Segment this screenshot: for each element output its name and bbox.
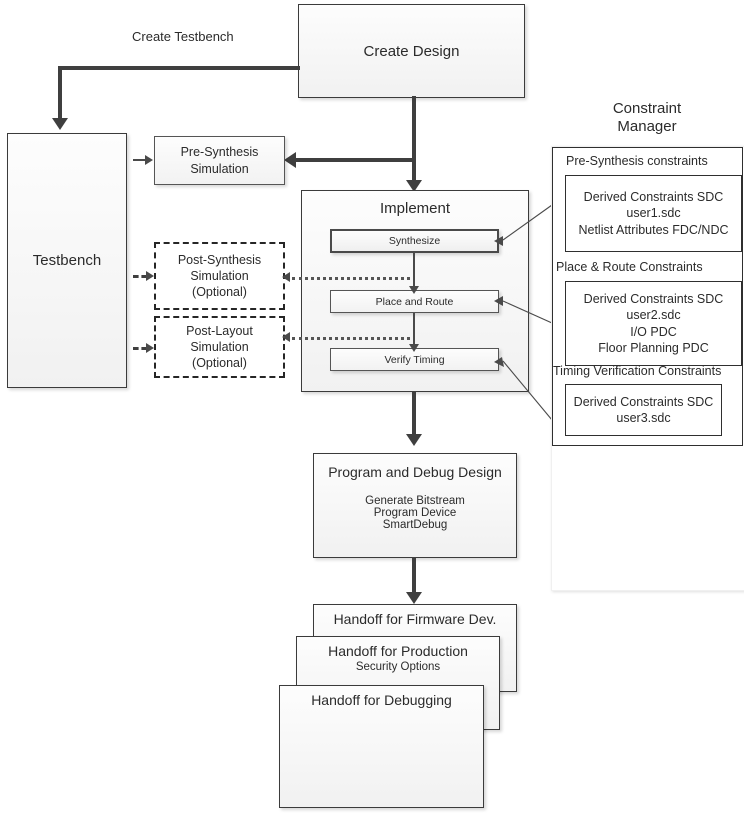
program-and-debug-design-box[interactable]: Program and Debug Design Generate Bitstr…	[313, 453, 517, 558]
constraint-manager-outer-frame	[552, 147, 743, 446]
timing-constraint-line-2: user3.sdc	[616, 411, 671, 425]
connector-createdesign-down	[412, 96, 416, 162]
arrow-to-implement	[406, 180, 422, 192]
create-design-label: Create Design	[363, 42, 460, 60]
connector-testbench-to-postlayout	[133, 347, 147, 350]
testbench-box[interactable]: Testbench	[7, 133, 127, 388]
synthesize-box[interactable]: Synthesize	[330, 229, 499, 253]
pre-synthesis-constraint-line-3: Netlist Attributes FDC/NDC	[578, 222, 729, 237]
arrow-testbench-to-postlayout	[146, 343, 154, 353]
pre-synthesis-simulation-line2: Simulation	[190, 161, 249, 176]
synthesize-label: Synthesize	[388, 235, 441, 247]
constraint-group-box-timing-verification[interactable]: Derived Constraints SDC user3.sdc	[565, 384, 722, 436]
post-synthesis-simulation-box[interactable]: Post-Synthesis Simulation (Optional)	[154, 242, 285, 310]
connector-testbench-to-postsynth	[133, 275, 147, 278]
connector-par-to-verify	[413, 313, 415, 346]
create-design-box[interactable]: Create Design	[298, 4, 525, 98]
arrow-to-program-debug	[406, 434, 422, 446]
place-and-route-box[interactable]: Place and Route	[330, 290, 499, 313]
place-route-constraint-line-3: I/O PDC	[630, 324, 677, 339]
arrow-testbench-to-postsynth	[146, 271, 154, 281]
arrow-testbench-to-presynth	[145, 155, 153, 165]
connector-createdesign-to-implement	[412, 158, 416, 182]
dotted-connector-postsynth	[292, 277, 410, 280]
timing-constraint-line-1: Derived Constraints SDC	[573, 394, 714, 409]
place-route-constraint-line-1: Derived Constraints SDC	[583, 291, 724, 306]
constraint-group-header-place-and-route: Place & Route Constraints	[556, 260, 703, 274]
verify-timing-box[interactable]: Verify Timing	[330, 348, 499, 371]
pre-synthesis-simulation-box[interactable]: Pre-Synthesis Simulation	[154, 136, 285, 185]
testbench-label: Testbench	[32, 252, 102, 269]
handoff-production-title: Handoff for Production	[328, 643, 468, 659]
connector-program-to-handoff	[412, 557, 416, 595]
constraint-manager-title-line2: Manager	[617, 118, 677, 136]
program-and-debug-title: Program and Debug Design	[328, 464, 502, 480]
create-testbench-label: Create Testbench	[132, 29, 234, 44]
arrowhead-dotted-postlayout	[282, 332, 290, 342]
place-and-route-label: Place and Route	[375, 295, 454, 308]
post-synthesis-simulation-line3: (Optional)	[192, 285, 247, 300]
constraint-manager-title: Constraint Manager	[551, 100, 743, 137]
program-debug-item-smartdebug: SmartDebug	[382, 519, 448, 531]
program-debug-item-generate-bitstream: Generate Bitstream	[365, 495, 465, 507]
connector-to-presynth-sim	[296, 158, 416, 162]
handoff-production-subtitle: Security Options	[355, 661, 441, 673]
constraint-group-box-place-and-route[interactable]: Derived Constraints SDC user2.sdc I/O PD…	[565, 281, 742, 366]
arrow-to-presynth-sim	[284, 152, 296, 168]
dotted-connector-postlayout	[292, 337, 410, 340]
arrow-to-handoff	[406, 592, 422, 604]
constraint-group-box-pre-synthesis[interactable]: Derived Constraints SDC user1.sdc Netlis…	[565, 175, 742, 252]
arrow-to-testbench	[52, 118, 68, 130]
handoff-for-debugging-box[interactable]: Handoff for Debugging	[279, 685, 484, 808]
connector-synth-to-par	[413, 253, 415, 286]
connector-implement-to-program	[412, 391, 416, 436]
post-synthesis-simulation-line1: Post-Synthesis	[177, 252, 262, 267]
implement-label: Implement	[379, 200, 451, 217]
pre-synthesis-simulation-line1: Pre-Synthesis	[180, 145, 259, 159]
connector-createdesign-to-testbench-horizontal	[58, 66, 300, 70]
post-layout-simulation-line2: Simulation	[190, 339, 249, 354]
connector-testbench-to-presynth	[133, 159, 147, 161]
place-route-constraint-line-4: Floor Planning PDC	[598, 341, 709, 355]
constraint-group-header-pre-synthesis: Pre-Synthesis constraints	[566, 154, 708, 168]
constraint-manager-title-line1: Constraint	[612, 100, 682, 117]
constraint-group-header-timing-verification: Timing Verification Constraints	[553, 364, 722, 378]
pre-synthesis-constraint-line-1: Derived Constraints SDC	[583, 189, 724, 204]
post-synthesis-simulation-line2: Simulation	[190, 268, 249, 283]
place-route-constraint-line-2: user2.sdc	[626, 308, 681, 322]
post-layout-simulation-line1: Post-Layout	[186, 323, 253, 338]
connector-createdesign-to-testbench-vertical	[58, 66, 62, 120]
verify-timing-label: Verify Timing	[384, 353, 445, 366]
arrowhead-dotted-postsynth	[282, 272, 290, 282]
pre-synthesis-constraint-line-2: user1.sdc	[626, 206, 681, 221]
handoff-firmware-title: Handoff for Firmware Dev.	[333, 611, 497, 627]
handoff-debugging-title: Handoff for Debugging	[311, 692, 452, 708]
post-layout-simulation-box[interactable]: Post-Layout Simulation (Optional)	[154, 316, 285, 378]
post-layout-simulation-line3: (Optional)	[192, 356, 247, 371]
program-debug-item-program-device: Program Device	[373, 507, 457, 519]
